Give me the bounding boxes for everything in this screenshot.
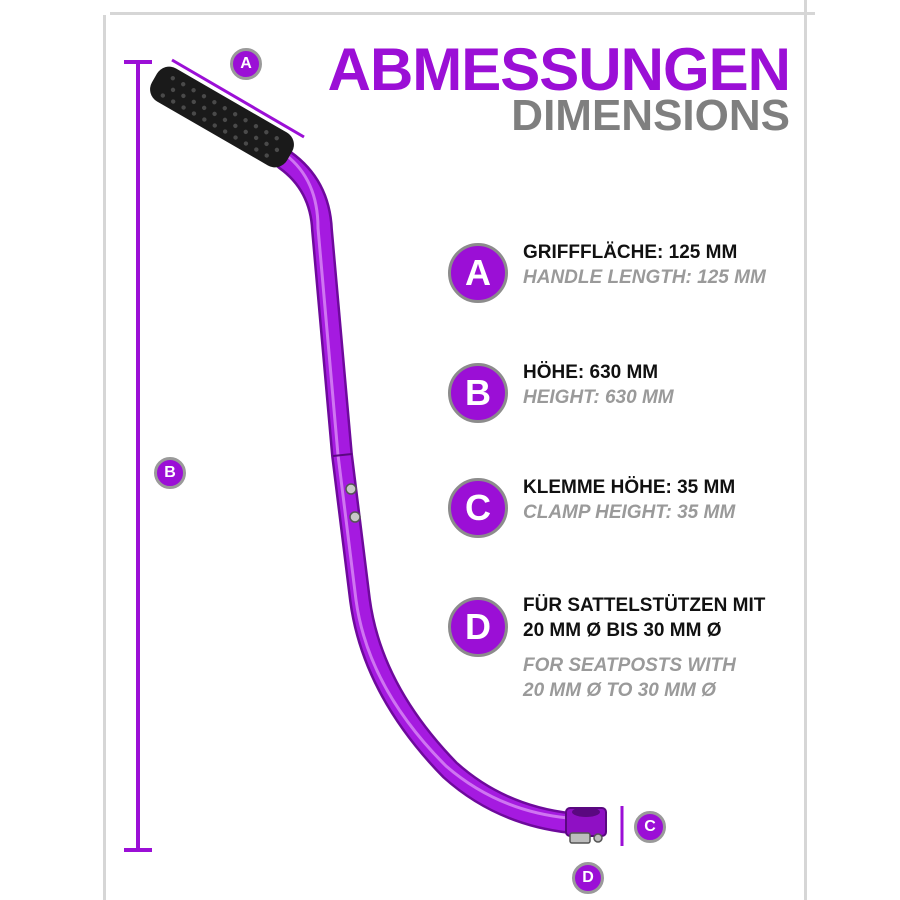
spec-d-en-line2: 20 MM Ø TO 30 MM Ø bbox=[523, 680, 716, 701]
spec-c-en: CLAMP HEIGHT: 35 MM bbox=[523, 502, 736, 523]
dimension-b-line bbox=[124, 60, 152, 852]
dimension-a-line bbox=[171, 58, 305, 139]
spec-a-de: GRIFFFLÄCHE: 125 MM bbox=[523, 242, 738, 263]
page-title-en: DIMENSIONS bbox=[511, 91, 790, 140]
spec-a-en: HANDLE LENGTH: 125 MM bbox=[523, 267, 766, 288]
seatpost-clamp bbox=[565, 807, 607, 844]
marker-c: C bbox=[634, 811, 666, 843]
badge-a: A bbox=[448, 243, 508, 303]
spec-b-en: HEIGHT: 630 MM bbox=[523, 387, 674, 408]
badge-d: D bbox=[448, 597, 508, 657]
marker-b: B bbox=[154, 457, 186, 489]
frame-right-line bbox=[804, 0, 807, 900]
spec-d-de-line2: 20 MM Ø BIS 30 MM Ø bbox=[523, 620, 722, 641]
spec-d-de-line1: FÜR SATTELSTÜTZEN MIT bbox=[523, 595, 766, 616]
marker-d: D bbox=[572, 862, 604, 894]
spec-c-de: KLEMME HÖHE: 35 MM bbox=[523, 477, 736, 498]
frame-left-line bbox=[103, 15, 106, 900]
marker-a: A bbox=[230, 48, 262, 80]
bolt-1 bbox=[345, 483, 357, 495]
tube-joint bbox=[332, 453, 353, 457]
spec-d-en-line1: FOR SEATPOSTS WITH bbox=[523, 655, 736, 676]
badge-c: C bbox=[448, 478, 508, 538]
page-title-de: ABMESSUNGEN bbox=[327, 36, 791, 103]
spec-b-de: HÖHE: 630 MM bbox=[523, 362, 659, 383]
handle-grip bbox=[150, 66, 294, 168]
badge-b: B bbox=[448, 363, 508, 423]
bar-tube-highlight bbox=[284, 153, 570, 820]
bolt-2 bbox=[349, 511, 361, 523]
frame-top-line bbox=[110, 12, 815, 15]
